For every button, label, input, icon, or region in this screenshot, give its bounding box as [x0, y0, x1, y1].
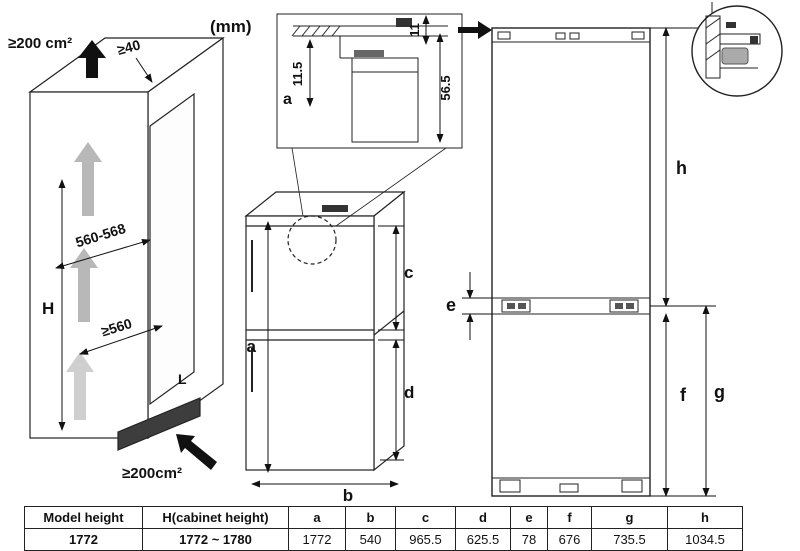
top-detail-inset	[276, 13, 463, 149]
cell-g: 735.5	[591, 528, 668, 551]
foot-left	[499, 479, 521, 493]
cabinet-dimension-lines	[55, 57, 163, 431]
top-gap-label: ≥40	[115, 36, 142, 58]
header-a: a	[288, 506, 346, 529]
hinge-left	[501, 299, 531, 313]
leader-top-gap	[135, 57, 153, 83]
header-h: h	[667, 506, 743, 529]
dim-e-label: e	[446, 295, 456, 315]
cell-d: 625.5	[455, 528, 511, 551]
cabinet-height-label: H	[42, 299, 54, 318]
callout-leader	[335, 147, 447, 227]
vent-bottom-label: ≥200cm²	[122, 465, 182, 482]
dim-a-label: a	[247, 337, 257, 356]
airflow-arrow-icon	[74, 142, 102, 216]
front-outline	[491, 27, 651, 497]
dim-c-label: c	[404, 263, 413, 282]
header-cabinet-height: H(cabinet height)	[142, 506, 289, 529]
hinge-upright	[705, 15, 721, 79]
floor-label: L	[178, 371, 187, 387]
cell-f: 676	[547, 528, 592, 551]
dim-line-niche-depth	[79, 325, 163, 355]
top-hinge-cover	[322, 205, 348, 212]
hinge-pin	[750, 36, 758, 44]
hatch-line	[705, 33, 721, 45]
cell-e: 78	[510, 528, 548, 551]
front-view	[491, 27, 651, 497]
header-f: f	[547, 506, 592, 529]
hatch-line	[301, 25, 311, 37]
table-header-row: Model height H(cabinet height) a b c d e…	[24, 506, 743, 529]
hinge-right-pin	[626, 303, 634, 309]
header-b: b	[345, 506, 396, 529]
cell-model-height: 1772	[24, 528, 143, 551]
hinge-body	[721, 47, 749, 65]
top-bracket	[497, 31, 511, 40]
cell-c: 965.5	[395, 528, 456, 551]
header-d: d	[455, 506, 511, 529]
installation-diagram: ≥200 cm² ≥40 H 560-568 ≥560 L ≥200cm² a …	[8, 2, 783, 505]
detail-dim-56-5: 56.5	[438, 75, 453, 100]
seal-strip	[354, 50, 384, 57]
detail-section-label: a	[283, 91, 292, 108]
header-c: c	[395, 506, 456, 529]
hinge-right	[609, 299, 639, 313]
appliance-iso	[244, 190, 406, 472]
hatch-line	[705, 49, 721, 61]
cell-cabinet-height: 1772 ~ 1780	[142, 528, 289, 551]
detail-dim-11-5: 11.5	[290, 62, 305, 87]
cell-a: 1772	[288, 528, 346, 551]
foot-right	[621, 479, 643, 493]
dim-b-label: b	[343, 486, 353, 505]
dim-h-label: h	[676, 158, 687, 178]
roller-center	[559, 483, 579, 493]
top-bracket	[631, 31, 645, 40]
table-value-row: 1772 1772 ~ 1780 1772 540 965.5 625.5 78…	[24, 528, 743, 551]
detail-callout-circle	[287, 215, 337, 265]
hinge-left-pin	[507, 303, 515, 309]
cabinet-diagram	[28, 36, 225, 451]
top-vent-arrow-icon	[78, 40, 106, 78]
hatch-line	[705, 17, 721, 29]
header-g: g	[591, 506, 668, 529]
dim-g-label: g	[714, 382, 725, 402]
hinge-right-pin	[615, 303, 623, 309]
detail-dim-11: 11	[407, 23, 422, 37]
cell-b: 540	[345, 528, 396, 551]
hatch-line	[321, 25, 331, 37]
appliance-top-section	[351, 57, 419, 143]
appliance-front-face	[245, 215, 375, 471]
dim-line-niche-width	[55, 238, 151, 270]
cabinet-side-panel	[149, 92, 195, 406]
bottom-vent-arrow-icon	[176, 434, 217, 470]
hatch-line	[331, 25, 341, 37]
dim-f-label: f	[680, 385, 687, 405]
units-label: (mm)	[210, 17, 252, 36]
callout-leader	[291, 147, 304, 217]
hatch-line	[311, 25, 321, 37]
vent-top-label: ≥200 cm²	[8, 35, 72, 52]
top-slot	[555, 32, 566, 40]
airflow-arrow-icon	[66, 352, 94, 420]
hinge-detail-inset	[691, 2, 783, 97]
hinge-arm	[719, 33, 761, 45]
cabinet-bottom-vent	[117, 397, 201, 451]
header-model-height: Model height	[24, 506, 143, 529]
hinge-pin	[726, 22, 736, 28]
dimension-table: Model height H(cabinet height) a b c d e…	[24, 506, 743, 551]
header-e: e	[510, 506, 548, 529]
top-slot	[569, 32, 580, 40]
dim-d-label: d	[404, 383, 414, 402]
appliance-dimension-lines	[251, 221, 404, 488]
cell-h: 1034.5	[667, 528, 743, 551]
hatch-line	[291, 25, 301, 37]
top-clearance-arrow-icon	[458, 21, 492, 39]
hinge-block	[396, 18, 412, 27]
hinge-left-pin	[518, 303, 526, 309]
